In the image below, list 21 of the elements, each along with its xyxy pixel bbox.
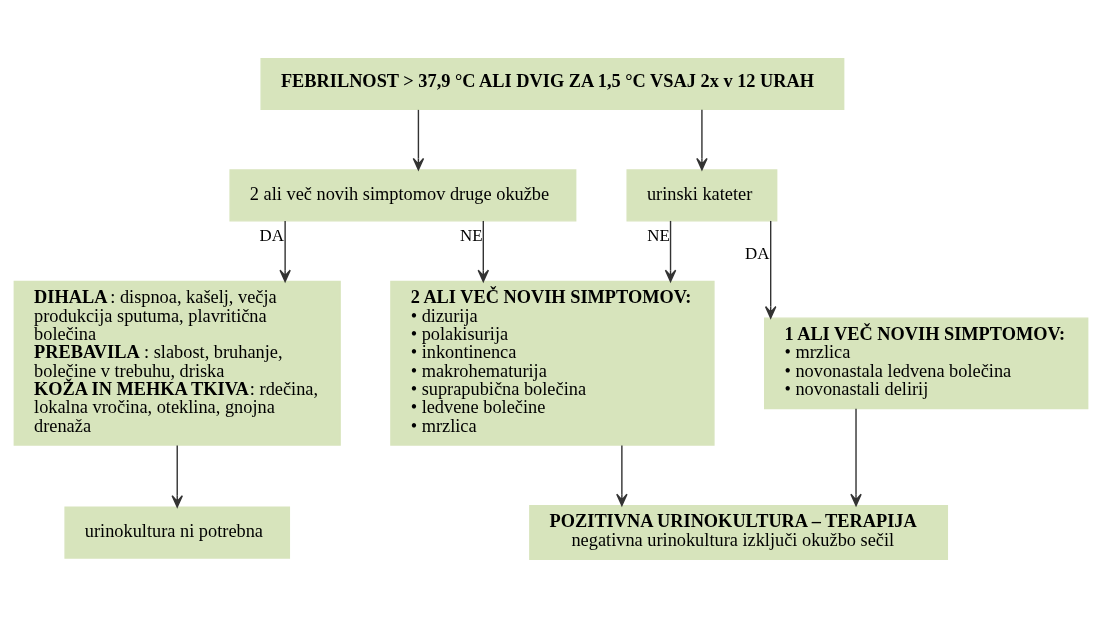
node-box: urinokultura ni potrebna	[64, 506, 291, 559]
arrow	[412, 109, 425, 171]
arrow	[616, 444, 628, 507]
edge-label: DA	[745, 244, 770, 263]
node-box: 1 ALI VEČ NOVIH SIMPTOMOV: • mrzlica • novonastala ledvena bolečina • novonastali delirij	[764, 317, 1089, 410]
node-box: 2 ALI VEČ NOVIH SIMPTOMOV: • dizurija • polakisurija • inkontinenca • makrohematurija • suprapubična bolečina • ledvene bolečine • mrzlica	[390, 280, 715, 446]
node-box: DIHALA: dispnoa, kašelj, večja produkcija sputuma, plavritična bolečina PREBAVILA: slabost, bruhanje, bolečine v trebuhu, driska KOŽA IN MEHKA TKIVA: rdečina, lokalna vročina, oteklina, gnojna drenaža	[13, 280, 341, 446]
arrow	[171, 444, 183, 508]
arrow	[764, 220, 777, 319]
node-box: FEBRILNOST > 37,9 °C ALI DVIG ZA 1,5 °C VSAJ 2x v 12 URAH	[260, 57, 845, 111]
arrow	[696, 109, 708, 171]
node-box: 2 ali več novih simptomov druge okužbe	[229, 169, 577, 222]
node-box: urinski kateter	[626, 169, 778, 222]
arrow	[279, 220, 291, 283]
arrow	[477, 220, 490, 283]
arrow	[850, 407, 862, 507]
edge-label: DA	[259, 225, 284, 245]
arrow	[664, 220, 677, 283]
node-box: POZITIVNA URINOKULTURA – TERAPIJA negativna urinokultura izključi okužbo sečil	[529, 505, 949, 561]
edge-label: NE	[647, 225, 670, 245]
edge-label: NE	[460, 225, 483, 245]
